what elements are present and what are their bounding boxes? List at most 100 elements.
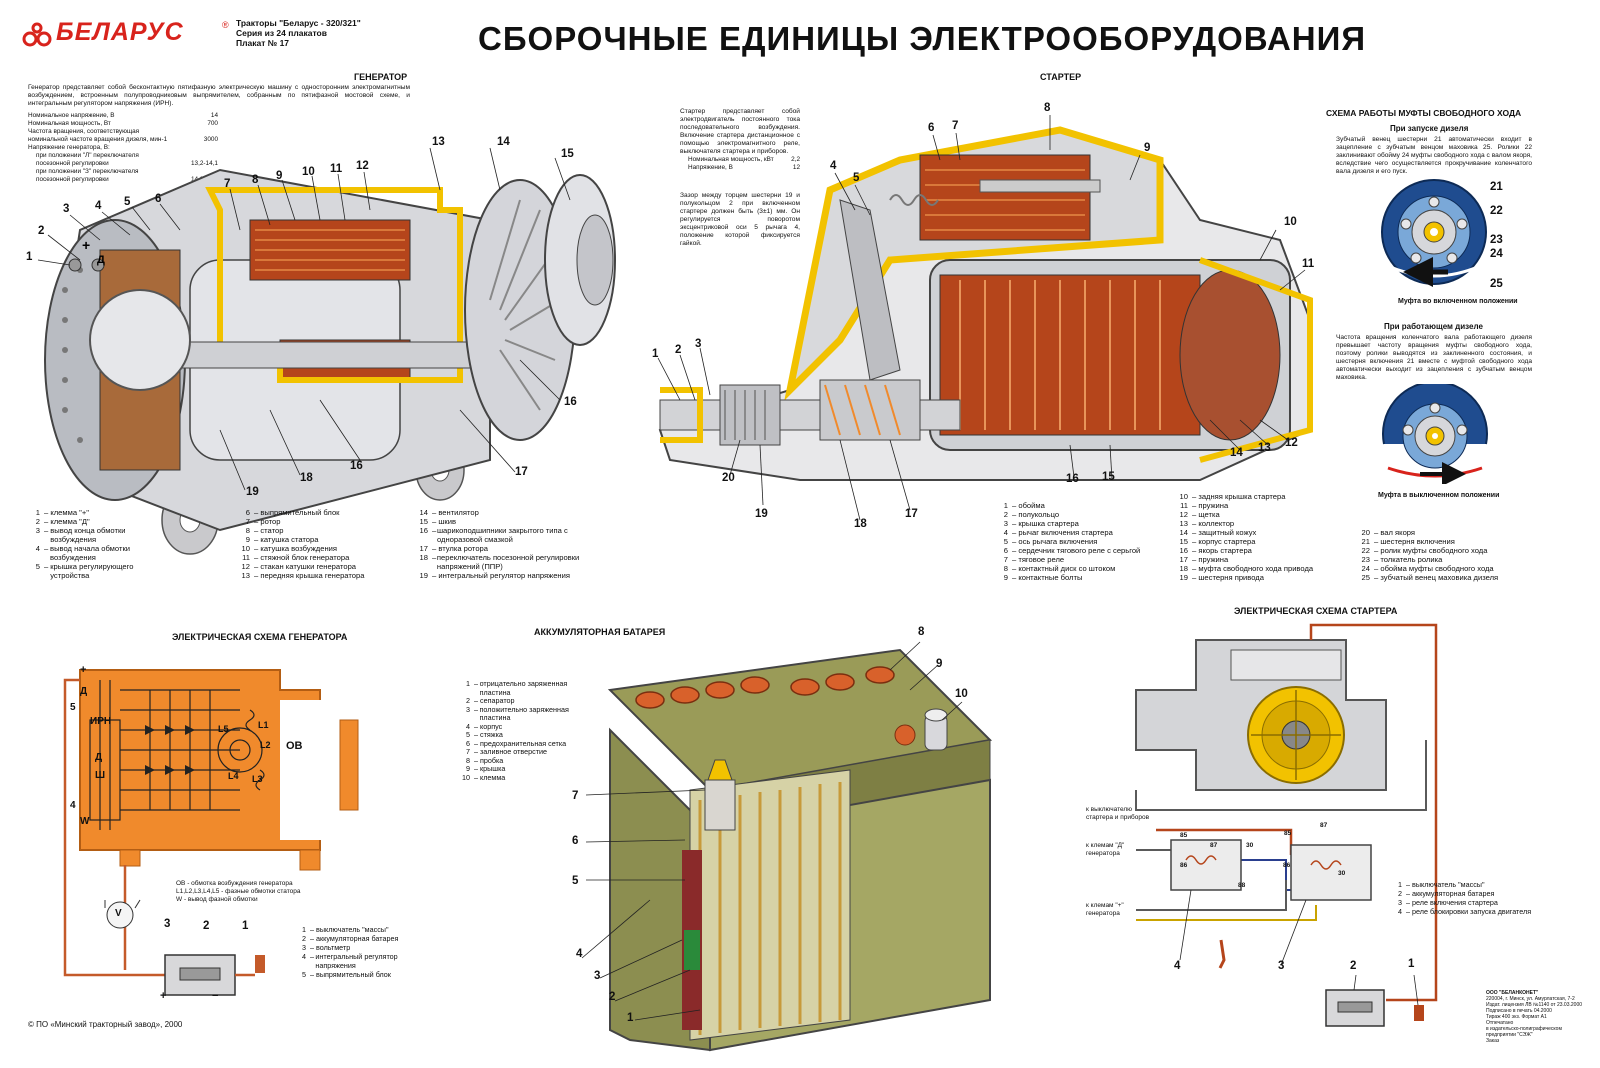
callout-number: 18 xyxy=(854,518,867,530)
legend-item: 4– вывод начала обмотки возбуждения xyxy=(35,544,131,562)
callout-number: 2 xyxy=(1350,960,1357,972)
relay-pin: 87 xyxy=(1320,822,1328,829)
gen-scheme-title: ЭЛЕКТРИЧЕСКАЯ СХЕМА ГЕНЕРАТОРА xyxy=(172,632,348,642)
spec-label: Частота вращения, соответствующая xyxy=(28,128,140,135)
callout-number: 10 xyxy=(302,166,315,178)
legend-item: 6– сердечник тягового реле с серьгой xyxy=(1003,546,1141,555)
callout-number: 24 xyxy=(1490,248,1503,260)
spec-row: Частота вращения, соответствующая xyxy=(28,128,218,136)
starter-title: СТАРТЕР xyxy=(1040,72,1082,82)
relay-pin: 30 xyxy=(1338,870,1346,877)
spec-row: номинальной частоте вращения дизеля, мин… xyxy=(28,136,218,144)
generator-plus-mark: + xyxy=(82,237,90,253)
legend-item: 2– аккумуляторная батарея xyxy=(1398,889,1495,898)
clutch-run-text: Частота вращения коленчатого вала работа… xyxy=(1336,334,1532,381)
callout-number: 5 xyxy=(124,196,131,208)
legend-item: 2– сепаратор xyxy=(466,696,515,705)
terminal-label: 4 xyxy=(70,800,76,811)
legend-item: 11– пружина xyxy=(1180,501,1229,510)
legend-item: 1– выключатель "массы" xyxy=(1398,880,1485,889)
callout-number: 25 xyxy=(1490,278,1503,290)
callout-number: 8 xyxy=(1044,102,1051,114)
legend-item: 8– статор xyxy=(245,526,284,535)
legend-item: 21– шестерня включения xyxy=(1361,537,1455,546)
imprint-line: Отпечатано xyxy=(1486,1020,1514,1026)
brand-logo: БЕЛАРУС ® xyxy=(22,18,232,52)
callout-number: 11 xyxy=(1302,258,1315,270)
spec-label: посезонной регулировки xyxy=(36,176,109,183)
callout-number: 3 xyxy=(63,203,70,215)
callout-number: 17 xyxy=(515,466,528,478)
imprint-line: Тираж 400 экз. Формат А1 xyxy=(1486,1014,1547,1020)
legend-item: 10– задняя крышка стартера xyxy=(1179,492,1286,501)
callout-number: 16 xyxy=(1066,473,1079,485)
brand-name: БЕЛАРУС xyxy=(56,18,184,46)
legend-item: 5– выпрямительный блок xyxy=(302,970,391,979)
coil-label: L3 xyxy=(252,774,263,784)
legend-item: 14– защитный кожух xyxy=(1179,528,1257,537)
clutch-start-text: Зубчатый венец шестерни 21 автоматически… xyxy=(1336,136,1532,175)
coil-label: ОВ xyxy=(286,740,303,752)
callout-number: 11 xyxy=(330,163,343,175)
callout-number: 1 xyxy=(242,920,249,932)
callout-number: 4 xyxy=(830,160,837,172)
callout-number: 18 xyxy=(300,472,313,484)
callout-number: 13 xyxy=(1258,442,1271,454)
callout-number: 7 xyxy=(952,120,959,132)
legend-item: 12– стакан катушки генератора xyxy=(241,562,357,571)
callout-number: 3 xyxy=(695,338,702,350)
legend-item: 6– предохранительная сетка xyxy=(466,738,567,748)
poster-title: СБОРОЧНЫЕ ЕДИНИЦЫ ЭЛЕКТРООБОРУДОВАНИЯ xyxy=(478,20,1367,57)
callout-number: 19 xyxy=(755,508,768,520)
relay-pin: 85 xyxy=(1180,832,1188,839)
callout-number: 19 xyxy=(246,486,259,498)
terminal-label: + xyxy=(80,664,87,676)
legend-item: 7– тяговое реле xyxy=(1003,555,1065,564)
relay-pin: 86 xyxy=(1180,862,1188,869)
legend-item: 3– крышка стартера xyxy=(1003,519,1079,528)
legend-item: 9– контактные болты xyxy=(1003,573,1083,582)
legend-item: 9– крышка xyxy=(466,764,506,773)
battery-plus-sign: + xyxy=(160,990,167,1002)
spec-label: Напряжение генератора, В: xyxy=(28,144,110,151)
callout-number: 5 xyxy=(853,172,860,184)
callout-number: 22 xyxy=(1490,205,1503,217)
clutch-title: СХЕМА РАБОТЫ МУФТЫ СВОБОДНОГО ХОДА xyxy=(1326,108,1522,118)
starter-illustration xyxy=(657,115,1313,521)
coil-label: L1 xyxy=(258,720,269,730)
callout-number: 8 xyxy=(918,626,925,638)
clutch-start-title: При запуске дизеля xyxy=(1390,124,1469,133)
spec-row: Напряжение генератора, В: xyxy=(28,144,218,152)
legend-item: 3– положительно заряженная пластина xyxy=(466,704,569,722)
legend-item: 5– крышка регулирующего устройства xyxy=(35,562,134,580)
battery-title: АККУМУЛЯТОРНАЯ БАТАРЕЯ xyxy=(534,627,666,637)
legend-item: 18– переключатель посезонной регулировки… xyxy=(419,553,580,571)
callout-number: 9 xyxy=(276,170,283,182)
legend-item: 11– стяжной блок генератора xyxy=(242,553,350,562)
gen-scheme-notes: ОВ - обмотка возбуждения генератора L1,L… xyxy=(176,880,300,904)
legend-item: 17– втулка ротора xyxy=(419,544,488,553)
callout-number: 23 xyxy=(1490,234,1503,246)
relay-pin: 86 xyxy=(1283,862,1291,869)
note-line: ОВ - обмотка возбуждения генератора xyxy=(176,880,293,887)
callout-number: 6 xyxy=(928,122,935,134)
legend-item: 2– аккумуляторная батарея xyxy=(302,934,399,943)
legend-item: 2– полукольцо xyxy=(1003,510,1060,519)
legend-item: 5– стяжка xyxy=(466,730,503,739)
starter-legend-col1: 1– обойма 2– полукольцо 3– крышка старте… xyxy=(990,501,1170,582)
generator-illustration: + Д xyxy=(37,147,616,555)
registered-icon: ® xyxy=(222,20,229,30)
generator-description: Генератор представляет собой бесконтактн… xyxy=(28,84,410,107)
legend-item: 13– коллектор xyxy=(1179,519,1235,528)
relay-pin: 85 xyxy=(1284,830,1292,837)
legend-item: 5– ось рычага включения xyxy=(1003,537,1098,546)
legend-item: 19– интегральный регулятор напряжения xyxy=(419,571,570,580)
callout-number: 4 xyxy=(1174,960,1181,972)
generator-title: ГЕНЕРАТОР xyxy=(354,72,408,82)
relay-pin: 87 xyxy=(1210,842,1218,849)
spec-label: Напряжение, В xyxy=(688,164,733,171)
spec-row: при положении "З" переключателя xyxy=(28,168,218,176)
callout-number: 6 xyxy=(572,835,579,847)
generator-legend-col1: 1– клемма "+" 2– клемма "Д" 3– вывод кон… xyxy=(22,508,172,580)
